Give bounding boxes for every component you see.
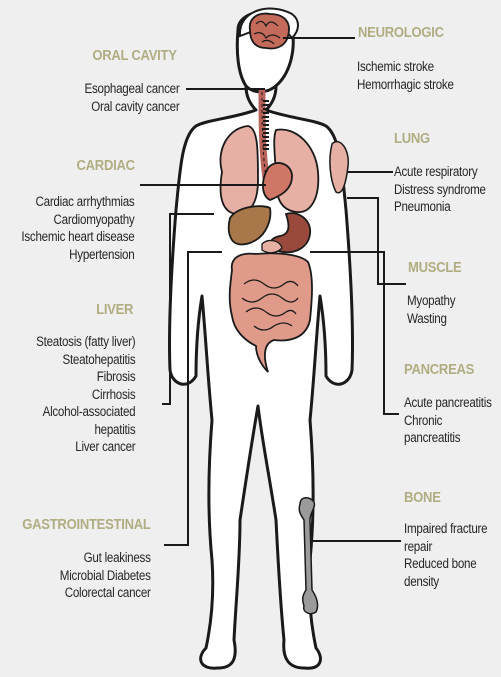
list-item: pancreatitis	[404, 429, 492, 447]
list-item: Oral cavity cancer	[84, 98, 179, 116]
muscle-heading: MUSCLE	[408, 260, 461, 276]
cardiac-heading: CARDIAC	[77, 158, 135, 174]
list-item: Cardiomyopathy	[21, 211, 134, 229]
list-item: Acute pancreatitis	[404, 394, 492, 412]
list-item: Wasting	[407, 310, 455, 328]
list-item: hepatitis	[36, 421, 135, 439]
list-item: Impaired fracture	[404, 520, 487, 538]
list-item: density	[404, 573, 487, 591]
neurologic-list: Ischemic stroke Hemorrhagic stroke	[357, 58, 454, 93]
list-item: Colorectal cancer	[60, 584, 151, 602]
oral-cavity-heading: ORAL CAVITY	[93, 48, 177, 64]
list-item: Ischemic heart disease	[21, 228, 134, 246]
lung-heading: LUNG	[394, 131, 430, 147]
list-item: Ischemic stroke	[357, 58, 454, 76]
list-item: Microbial Diabetes	[60, 567, 151, 585]
neurologic-heading: NEUROLOGIC	[358, 25, 444, 41]
list-item: Hypertension	[21, 246, 134, 264]
list-item: Pneumonia	[394, 198, 486, 216]
list-item: Cardiac arrhythmias	[21, 193, 134, 211]
list-item: Liver cancer	[36, 438, 135, 456]
arm-muscle	[330, 142, 348, 193]
list-item: Chronic	[404, 412, 492, 430]
pancreas-heading: PANCREAS	[404, 362, 474, 378]
liver-heading: LIVER	[96, 302, 133, 318]
list-item: Cirrhosis	[36, 386, 135, 404]
bone-list: Impaired fracture repair Reduced bone de…	[404, 520, 487, 590]
gastrointestinal-list: Gut leakiness Microbial Diabetes Colorec…	[60, 549, 151, 602]
muscle-list: Myopathy Wasting	[407, 292, 455, 327]
list-item: Esophageal cancer	[84, 80, 179, 98]
bone-heading: BONE	[404, 490, 441, 506]
list-item: Steatohepatitis	[36, 351, 135, 369]
oral-cavity-list: Esophageal cancer Oral cavity cancer	[84, 80, 179, 115]
list-item: Acute respiratory	[394, 163, 486, 181]
lung-list: Acute respiratory Distress syndrome Pneu…	[394, 163, 486, 216]
list-item: Gut leakiness	[60, 549, 151, 567]
list-item: Distress syndrome	[394, 181, 486, 199]
list-item: Fibrosis	[36, 368, 135, 386]
list-item: Steatosis (fatty liver)	[36, 333, 135, 351]
list-item: Alcohol-associated	[36, 403, 135, 421]
liver-list: Steatosis (fatty liver) Steatohepatitis …	[36, 333, 135, 456]
list-item: Reduced bone	[404, 555, 487, 573]
list-item: repair	[404, 538, 487, 556]
gastrointestinal-heading: GASTROINTESTINAL	[23, 517, 151, 533]
cardiac-list: Cardiac arrhythmias Cardiomyopathy Ische…	[21, 193, 134, 263]
list-item: Myopathy	[407, 292, 455, 310]
pancreas-list: Acute pancreatitis Chronic pancreatitis	[404, 394, 492, 447]
brain	[250, 14, 289, 49]
list-item: Hemorrhagic stroke	[357, 76, 454, 94]
